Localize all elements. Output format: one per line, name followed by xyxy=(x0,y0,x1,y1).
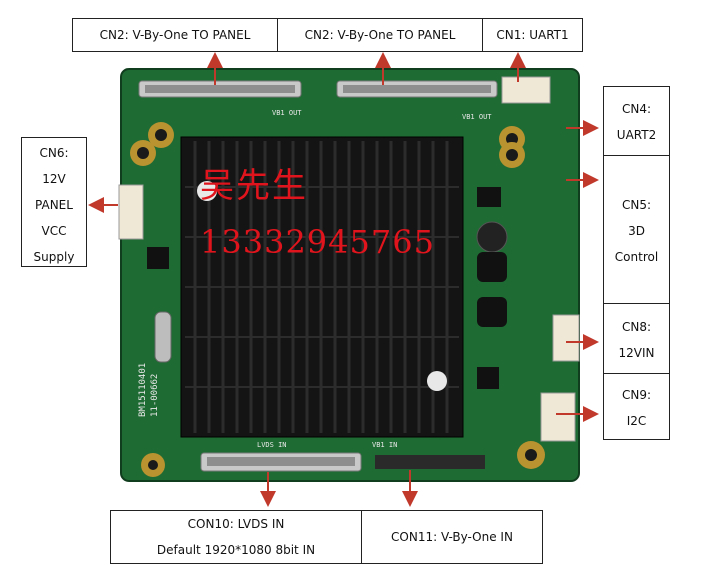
mounting-holes xyxy=(130,122,545,477)
inductor-2 xyxy=(477,297,507,327)
ic-chip-2 xyxy=(477,367,499,389)
bottom-label-row: CON10: LVDS IN Default 1920*1080 8bit IN… xyxy=(110,510,543,564)
label-con10-lvds-in: CON10: LVDS IN Default 1920*1080 8bit IN xyxy=(111,511,362,563)
silk-vb1-out-2: VB1 OUT xyxy=(462,113,492,121)
silk-vb1-out-1: VB1 OUT xyxy=(272,109,302,117)
pcb-board: VB1 OUT VB1 OUT LVDS IN VB1 IN BM1511040… xyxy=(118,68,580,482)
label-cn9-i2c: CN9: I2C xyxy=(603,373,670,440)
heatsink xyxy=(180,136,464,438)
overlay-contact-name: 吴先生 xyxy=(200,166,308,206)
ic-chip xyxy=(147,247,169,269)
label-cn4-uart2: CN4: UART2 xyxy=(603,86,670,156)
cn1-connector xyxy=(501,76,551,104)
silk-part-number: BM15110401 xyxy=(138,363,148,417)
inductor-1 xyxy=(477,252,507,282)
con11-connector xyxy=(375,455,485,469)
capacitor xyxy=(476,221,508,253)
cn9-connector xyxy=(540,392,576,442)
ic-chip-3 xyxy=(477,187,501,207)
label-cn2-vbyone-to-panel-1: CN2: V-By-One TO PANEL xyxy=(73,19,278,51)
silk-vb1-in: VB1 IN xyxy=(372,441,397,449)
cn6-connector xyxy=(118,184,144,240)
cn8-connector xyxy=(552,314,580,362)
label-cn1-uart1: CN1: UART1 xyxy=(496,28,569,42)
label-cn6-12v-panel-vcc: CN6: 12V PANEL VCC Supply xyxy=(21,137,87,267)
label-cn8-12vin: CN8: 12VIN xyxy=(603,303,670,374)
crystal xyxy=(154,311,172,363)
label-cn5-3d-control: CN5: 3D Control xyxy=(603,155,670,304)
label-con11-vbyone-in: CON11: V-By-One IN xyxy=(391,530,513,544)
silk-part-number-2: 11-00662 xyxy=(150,374,160,417)
label-cn2-vbyone-to-panel-2: CN2: V-By-One TO PANEL xyxy=(278,19,483,51)
overlay-phone-number: 13332945765 xyxy=(200,223,435,261)
silk-lvds-in: LVDS IN xyxy=(257,441,287,449)
top-label-row: CN2: V-By-One TO PANEL CN2: V-By-One TO … xyxy=(72,18,583,52)
